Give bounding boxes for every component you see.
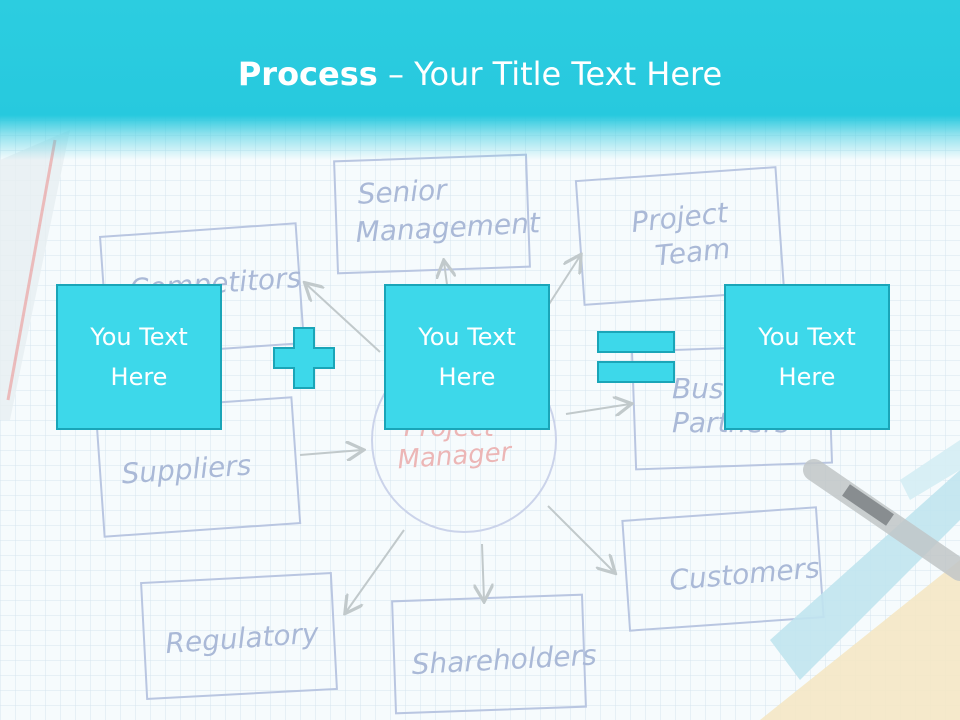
process-box-left[interactable]: You Text Here (56, 284, 222, 430)
sketch-box-project (574, 166, 786, 306)
sketch-box-regulatory (140, 572, 338, 700)
title-bold: Process (237, 55, 378, 93)
sketch-box-customers (621, 506, 825, 632)
sketch-label-team: Team (653, 232, 731, 273)
slide-title[interactable]: Process – Your Title Text Here (0, 52, 960, 96)
plus-icon (273, 327, 335, 389)
ruler (0, 130, 70, 420)
title-rest: Your Title Text Here (414, 55, 723, 93)
pen-icon (803, 459, 960, 581)
process-box-middle[interactable]: You Text Here (384, 284, 550, 430)
sketch-label-senior: Senior (357, 173, 449, 211)
sticky-notes (760, 440, 960, 720)
process-box-right[interactable]: You Text Here (724, 284, 890, 430)
title-dash: – (377, 55, 415, 93)
equals-icon (597, 331, 675, 383)
title-band (0, 0, 960, 160)
